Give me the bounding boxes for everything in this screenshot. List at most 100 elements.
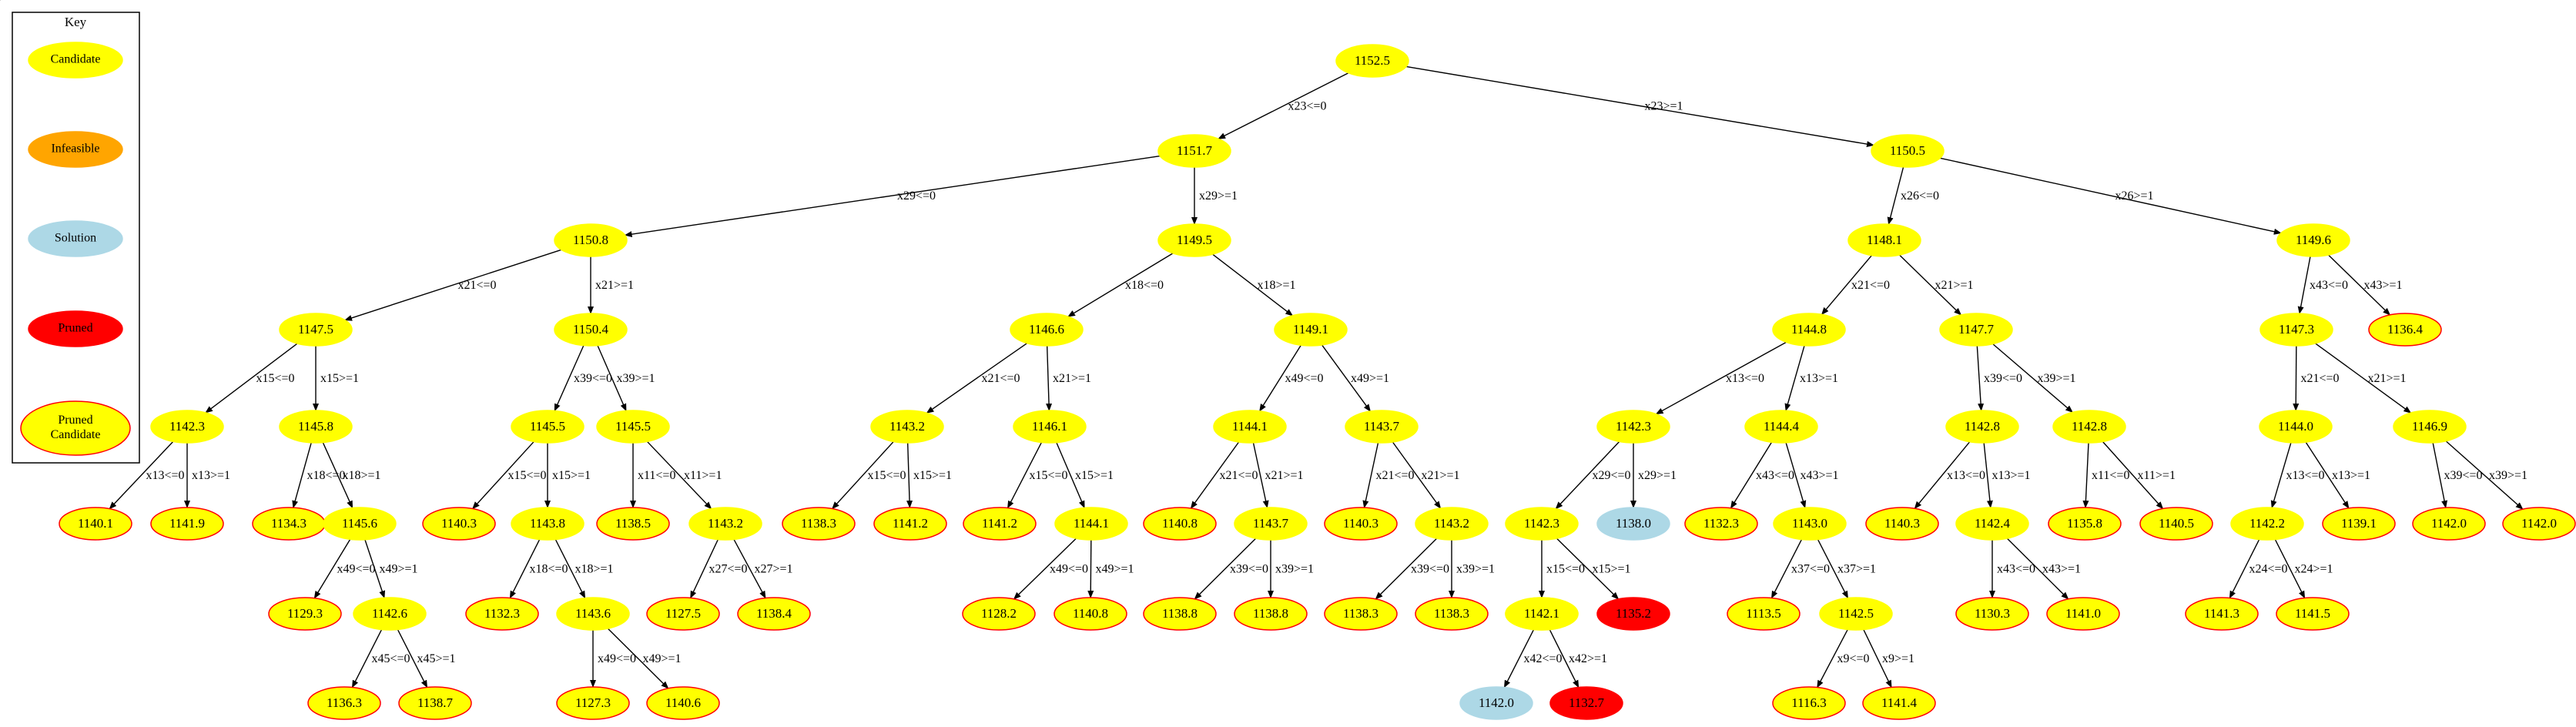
tree-edge (2328, 254, 2391, 316)
edge-label: x24<=0 (2249, 563, 2288, 576)
node-value: 1146.6 (1029, 322, 1064, 337)
edge-label: x9>=1 (1882, 652, 1914, 665)
node-value: 1142.0 (2431, 516, 2467, 531)
tree-edge (2432, 442, 2448, 509)
edge-label: x13<=0 (146, 469, 185, 482)
key-title: Key (65, 15, 87, 29)
edge-label: x13>=1 (1992, 469, 2031, 482)
node-value: 1140.8 (1073, 606, 1108, 621)
edge-label: x42>=1 (1569, 652, 1607, 665)
node-shape (1013, 410, 1087, 444)
tree-edge (1887, 166, 1904, 226)
tree-edge (1046, 345, 1053, 412)
node-shape (1744, 410, 1818, 444)
tree-node-pruned-candidate: 1138.8 (1143, 597, 1217, 631)
node-shape (1684, 507, 1758, 541)
key-item-pruned: Pruned (28, 310, 123, 347)
key-item-solution: Solution (28, 220, 123, 257)
key-label: Pruned (58, 414, 92, 427)
edge-label: x39<=0 (2444, 469, 2483, 482)
node-shape (962, 597, 1036, 631)
node-shape (1143, 507, 1217, 541)
node-shape (782, 507, 856, 541)
tree-node-candidate: 1142.5 (1819, 597, 1893, 631)
tree-node-candidate: 1146.1 (1013, 410, 1087, 444)
node-value: 1145.5 (530, 419, 565, 434)
node-shape (1415, 507, 1489, 541)
edge-label: x21>=1 (1053, 372, 1091, 385)
tree-node-pruned-candidate: 1141.0 (2046, 597, 2120, 631)
node-shape (2502, 507, 2576, 541)
edge-label: x18>=1 (1258, 279, 1296, 292)
key-item-candidate: Candidate (28, 42, 123, 79)
tree-node-candidate: 1147.3 (2259, 313, 2333, 347)
key-label: Infeasible (51, 142, 99, 156)
edge-label: x39<=0 (574, 372, 612, 385)
edge-label: x43<=0 (1756, 469, 1794, 482)
node-value: 1130.3 (1975, 606, 2010, 621)
tree-node-candidate: 1143.2 (688, 507, 762, 541)
node-shape (465, 597, 539, 631)
node-shape (1549, 686, 1623, 720)
node-value: 1146.9 (2412, 419, 2447, 434)
key-swatch-infeasible (28, 131, 123, 168)
node-shape (2185, 597, 2259, 631)
tree-node-pruned-candidate: 1128.2 (962, 597, 1036, 631)
node-value: 1140.8 (1162, 516, 1198, 531)
tree-edge (906, 442, 913, 509)
node-shape (2230, 507, 2304, 541)
tree-edge (1056, 442, 1085, 509)
node-value: 1140.3 (1884, 516, 1920, 531)
tree-edge (2274, 539, 2306, 599)
tree-edge (313, 538, 351, 599)
tree-node-candidate: 1146.9 (2393, 410, 2467, 444)
node-value: 1142.0 (2521, 516, 2557, 531)
tree-edge (1556, 538, 1620, 600)
tree-node-pruned-candidate: 1140.1 (59, 507, 132, 541)
edge-label: x39<=0 (1230, 563, 1268, 576)
node-shape (1213, 410, 1287, 444)
tree-node-pruned-candidate: 1140.3 (422, 507, 496, 541)
tree-node-candidate: 1149.5 (1157, 223, 1231, 257)
edge-label: x27<=0 (709, 563, 748, 576)
node-shape (2046, 597, 2120, 631)
edge-label: x29>=1 (1638, 469, 1677, 482)
node-value: 1143.6 (575, 606, 611, 621)
tree-edge (926, 343, 1028, 414)
edge-label: x23>=1 (1645, 100, 1683, 113)
edge-label: x11<=0 (638, 469, 675, 482)
tree-edge (2297, 256, 2311, 315)
node-value: 1132.3 (1703, 516, 1739, 531)
node-value: 1142.8 (2072, 419, 2107, 434)
tree-node-pruned-candidate: 1132.3 (465, 597, 539, 631)
node-value: 1138.5 (615, 516, 651, 531)
tree-node-candidate: 1142.4 (1955, 507, 2029, 541)
tree-edge (1976, 345, 1985, 412)
node-value: 1142.8 (1965, 419, 2000, 434)
key-label: Candidate (51, 428, 101, 441)
node-value: 1116.3 (1791, 695, 1827, 710)
tree-edge (2315, 343, 2412, 414)
edge-label: x9<=0 (1837, 652, 1870, 665)
edge-label: x15>=1 (913, 469, 952, 482)
tree-node-candidate: 1144.1 (1213, 410, 1287, 444)
edge-label: x39<=0 (1411, 563, 1449, 576)
tree-edge (1983, 442, 1993, 509)
tree-edge (1375, 538, 1438, 600)
tree-edge (1087, 539, 1094, 599)
node-shape (688, 507, 762, 541)
node-shape (1459, 686, 1533, 720)
tree-edge (1863, 629, 1892, 688)
node-shape (1955, 597, 2029, 631)
tree-node-candidate: 1142.3 (150, 410, 224, 444)
tree-edge (646, 441, 712, 510)
node-shape (1415, 597, 1489, 631)
tree-edge (607, 628, 669, 689)
node-shape (1865, 507, 1939, 541)
edge-label: x49<=0 (337, 563, 376, 576)
node-value: 1152.5 (1355, 53, 1390, 68)
node-shape (398, 686, 472, 720)
node-shape (2259, 410, 2333, 444)
edge-label: x49>=1 (380, 563, 418, 576)
